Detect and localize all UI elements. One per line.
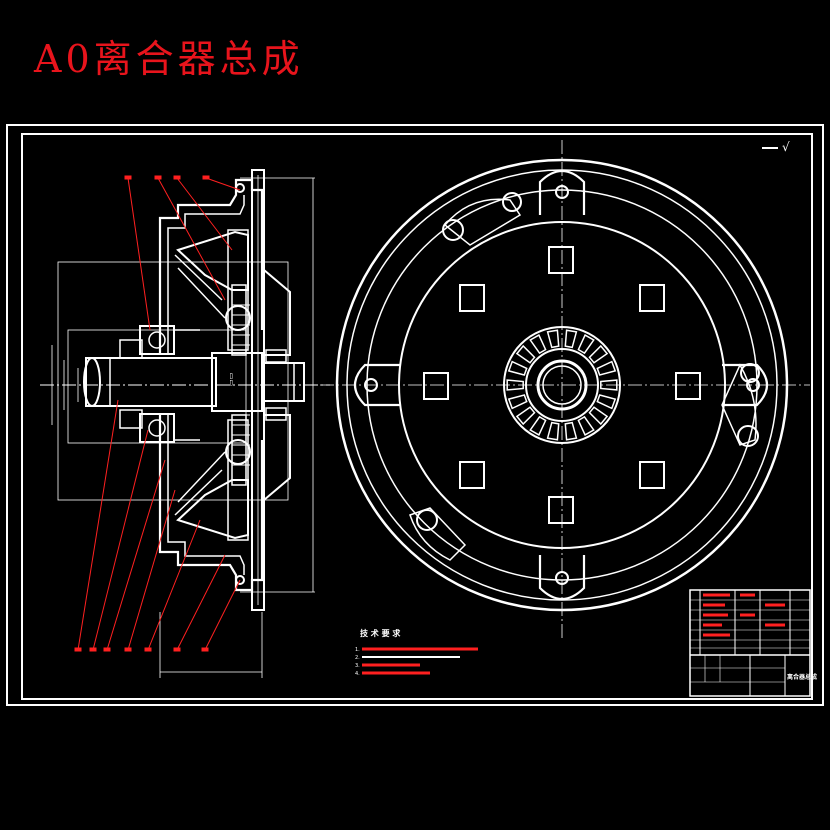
diaphragm-finger [529,334,547,355]
tech-note-4-number: 4. [355,671,360,677]
diaphragm-finger [507,394,528,410]
diaphragm-finger [564,421,578,441]
diaphragm-finger [546,329,560,349]
diaphragm-finger [577,415,595,436]
front-view [320,140,810,640]
diaphragm-finger [515,406,536,426]
diaphragm-fingers [506,329,618,441]
svg-text:▭▭: ▭▭ [227,373,235,386]
diaphragm-finger [596,394,617,410]
diaphragm-finger [506,379,524,391]
sheet-border-outer [6,124,824,706]
technical-notes: 技 术 要 求 1. 2. 3. 4. [355,628,478,677]
diaphragm-finger [596,360,617,376]
diaphragm-finger [588,344,609,364]
tech-note-1-number: 1. [355,647,360,653]
page-title: A0离合器总成 [34,37,304,81]
roughness-symbol: √ [782,140,790,154]
diaphragm-finger [507,360,528,376]
part-callouts [74,175,241,652]
sheet-border-inner [21,133,813,700]
diaphragm-finger [546,421,560,441]
title-block [689,589,811,697]
diaphragm-finger [577,334,595,355]
tech-note-2-number: 2. [355,655,360,661]
diaphragm-finger [529,415,547,436]
diaphragm-finger [564,329,578,349]
tech-note-3-number: 3. [355,663,360,669]
section-view: ▭▭ [40,169,330,678]
title-block-name: 离合器总成 [787,673,817,681]
tech-notes-heading: 技 术 要 求 [360,628,401,638]
diaphragm-finger [515,344,536,364]
diaphragm-finger [600,379,618,391]
diaphragm-finger [588,406,609,426]
